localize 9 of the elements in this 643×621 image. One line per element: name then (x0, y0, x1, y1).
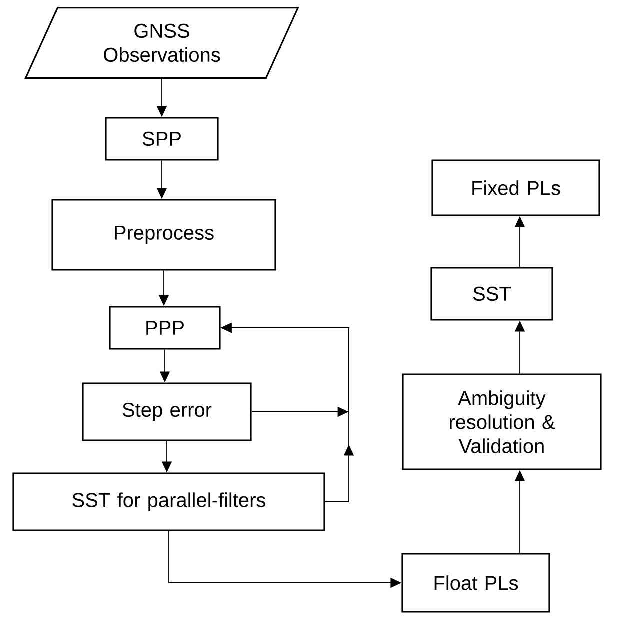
process-box: Float PLs (402, 553, 550, 613)
process-box: Preprocess (52, 199, 276, 271)
process-box: PPP (109, 306, 221, 350)
process-box: Fixed PLs (432, 160, 600, 216)
process-box: SST for parallel-filters (12, 472, 326, 532)
process-box: Ambiguity resolution & Validation (402, 374, 602, 470)
process-box: Step error (82, 382, 252, 442)
process-box: SPP (105, 117, 219, 161)
process-box: SST (430, 267, 554, 321)
